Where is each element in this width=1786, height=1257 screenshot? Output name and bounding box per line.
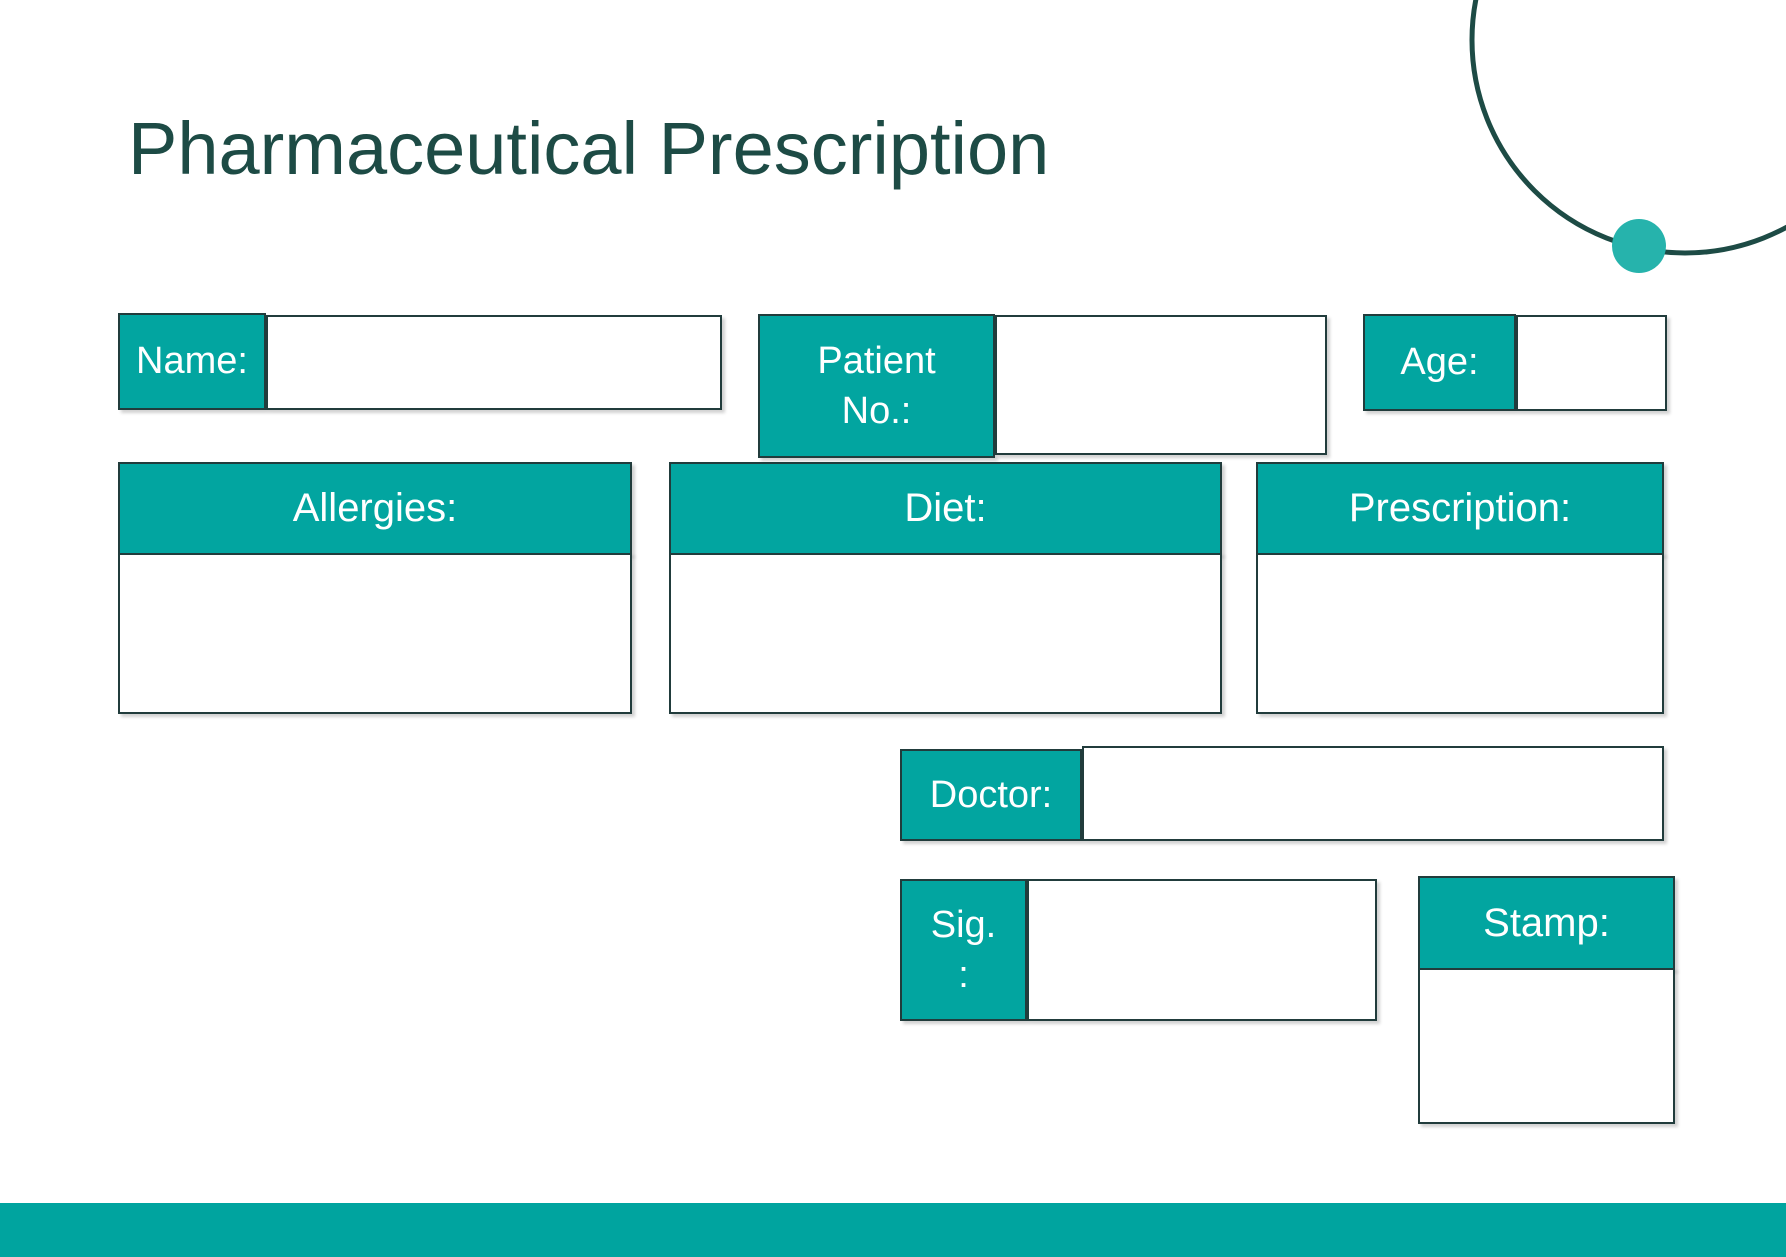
prescription-header: Prescription:: [1256, 462, 1664, 555]
allergies-field[interactable]: [118, 553, 632, 714]
patient-no-field[interactable]: [995, 315, 1327, 455]
doctor-label-text: Doctor:: [929, 773, 1053, 816]
patient-no-label-line1: Patient: [817, 339, 936, 382]
allergies-header: Allergies:: [118, 462, 632, 555]
sig-field[interactable]: [1027, 879, 1377, 1021]
diet-header: Diet:: [669, 462, 1222, 555]
patient-no-label: Patient No.:: [758, 314, 995, 458]
doctor-field[interactable]: [1082, 746, 1664, 841]
diet-field[interactable]: [669, 553, 1222, 714]
doctor-label: Doctor:: [900, 749, 1082, 841]
age-field[interactable]: [1516, 315, 1667, 411]
sig-label-line1: Sig.: [930, 903, 997, 946]
age-label: Age:: [1363, 314, 1516, 411]
name-label-text: Name:: [136, 340, 248, 383]
stamp-header: Stamp:: [1418, 876, 1675, 970]
patient-no-label-line2: No.:: [841, 390, 912, 432]
stamp-header-text: Stamp:: [1483, 900, 1610, 945]
stamp-field[interactable]: [1418, 968, 1675, 1124]
sig-label-line2: :: [958, 954, 969, 996]
page-title: Pharmaceutical Prescription: [128, 107, 1050, 190]
allergies-header-text: Allergies:: [292, 486, 458, 530]
name-field[interactable]: [266, 315, 722, 410]
prescription-header-text: Prescription:: [1348, 486, 1572, 530]
age-label-text: Age:: [1400, 341, 1479, 384]
sig-label: Sig. :: [900, 879, 1027, 1021]
name-label: Name:: [118, 313, 266, 410]
accent-dot: [1612, 219, 1666, 273]
arc-circle: [1469, 0, 1786, 256]
footer-accent-bar: [0, 1203, 1786, 1257]
prescription-field[interactable]: [1256, 553, 1664, 714]
diet-header-text: Diet:: [904, 486, 987, 530]
